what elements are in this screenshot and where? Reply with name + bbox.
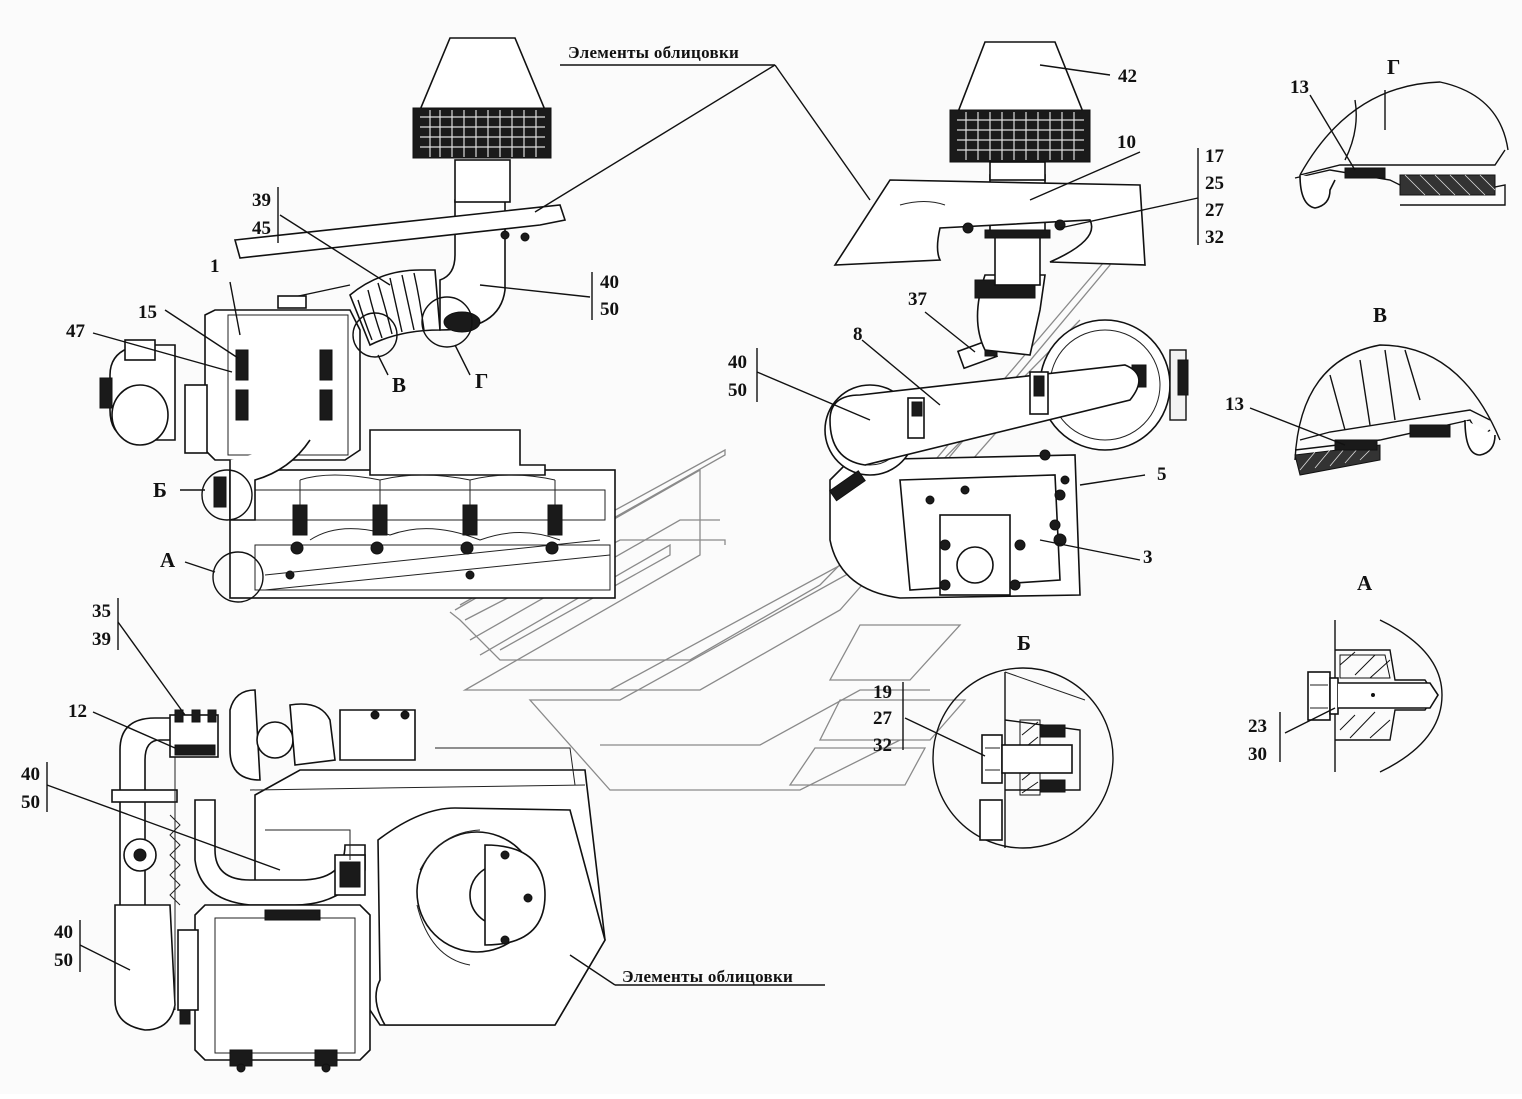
detail-G-title: Г	[1387, 55, 1400, 79]
callout-10: 10	[1117, 132, 1136, 153]
callout-8: 8	[853, 324, 863, 345]
detail-B-callout-32: 32	[873, 735, 892, 756]
precleaner-cap-left	[418, 37, 547, 111]
trim-elements-label-top: Элементы облицовки	[568, 43, 739, 62]
detail-B-title: Б	[1017, 631, 1031, 655]
callout-39: 39	[252, 190, 271, 211]
callout-50-right: 50	[728, 380, 747, 401]
callout-40-bottom-a: 40	[21, 764, 40, 785]
view-label-B: Б	[153, 478, 167, 502]
air-filter-housing-bottom	[194, 904, 371, 1061]
callout-42: 42	[1118, 66, 1137, 87]
detail-G-callout-13: 13	[1290, 77, 1309, 98]
detail-V	[1249, 344, 1501, 476]
view-label-V: В	[392, 373, 406, 397]
callout-15: 15	[138, 302, 157, 323]
callout-45: 45	[252, 218, 271, 239]
callout-40-top: 40	[600, 272, 619, 293]
top-right-view	[756, 41, 1199, 599]
detail-V-title: В	[1373, 303, 1387, 327]
detail-A-callout-23: 23	[1248, 716, 1267, 737]
view-label-G: Г	[475, 369, 488, 393]
top-left-view	[92, 37, 776, 603]
callout-37: 37	[908, 289, 928, 310]
callout-50-bottom-b: 50	[54, 950, 73, 971]
trim-panel-left	[233, 204, 567, 259]
callout-40-bottom-b: 40	[54, 922, 73, 943]
callout-32: 32	[1205, 227, 1224, 248]
detail-circle-G	[421, 296, 473, 348]
trim-panel-right	[833, 179, 1146, 266]
detail-A-callout-30: 30	[1248, 744, 1267, 765]
detail-circle-B	[201, 469, 253, 521]
callout-35: 35	[92, 601, 111, 622]
detail-B-callout-19: 19	[873, 682, 892, 703]
callout-1: 1	[210, 256, 220, 277]
callout-50-top: 50	[600, 299, 619, 320]
callout-40-right: 40	[728, 352, 747, 373]
precleaner-cap-right	[956, 41, 1085, 113]
detail-V-callout-13: 13	[1225, 394, 1244, 415]
callout-3: 3	[1143, 547, 1153, 568]
callout-47: 47	[66, 321, 86, 342]
view-label-A: А	[160, 548, 176, 572]
detail-G	[1294, 81, 1509, 209]
bottom-left-view	[46, 598, 825, 1073]
callout-12: 12	[68, 701, 87, 722]
callout-27: 27	[1205, 200, 1225, 221]
detail-B-callout-27: 27	[873, 708, 893, 729]
callout-50-bottom-a: 50	[21, 792, 40, 813]
callout-5: 5	[1157, 464, 1167, 485]
detail-A	[1279, 619, 1443, 773]
detail-circle-A	[212, 551, 264, 603]
air-filter-housing	[204, 309, 361, 461]
trim-elements-label-bottom: Элементы облицовки	[622, 967, 793, 986]
callout-25: 25	[1205, 173, 1224, 194]
callout-17: 17	[1205, 146, 1225, 167]
callout-39-bottom: 39	[92, 629, 111, 650]
intake-pipe	[829, 364, 1140, 466]
detail-circle-V	[352, 312, 398, 358]
detail-A-title: А	[1357, 571, 1373, 595]
detail-B	[902, 667, 1114, 849]
